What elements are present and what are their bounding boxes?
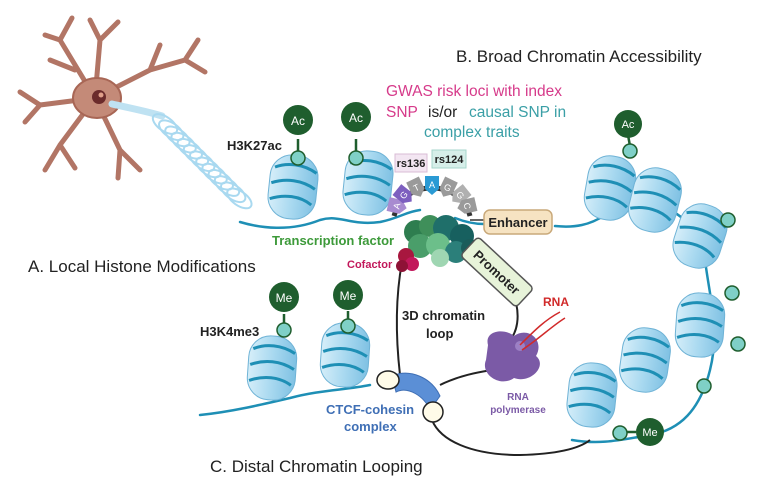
histone-tail xyxy=(730,336,746,352)
acetyl-mark: Ac xyxy=(614,110,642,159)
base-letter: G xyxy=(398,189,410,201)
transcription-factor-complex xyxy=(404,215,479,267)
snp-rs136-label: rs136 xyxy=(397,158,426,170)
ac-label: Ac xyxy=(291,114,305,128)
loop-label-line-1: 3D chromatin xyxy=(402,308,485,323)
ctcf-cohesin xyxy=(376,370,444,423)
promoter-box: Promoter xyxy=(461,237,533,307)
me-label: Me xyxy=(340,289,357,303)
base-letter: A xyxy=(391,202,402,210)
gwas-causal-snp: causal SNP in xyxy=(469,104,566,121)
histone-marks: Ac Ac Ac Me Me xyxy=(269,102,746,446)
cofactor-blob xyxy=(396,248,419,272)
gwas-snp-word: SNP xyxy=(386,104,418,121)
me-label: Me xyxy=(276,291,293,305)
nucleosome xyxy=(563,359,621,431)
axon-coil xyxy=(108,100,253,210)
base-pair: G xyxy=(452,184,472,204)
enhancer-label: Enhancer xyxy=(488,215,547,230)
base-letter: T xyxy=(412,182,422,194)
gwas-is-or: is/or xyxy=(428,104,457,121)
nucleosome xyxy=(672,289,728,361)
neuron-illustration xyxy=(17,15,208,181)
gwas-line-1: GWAS risk loci with index xyxy=(386,83,562,100)
nucleosome xyxy=(244,332,300,404)
base-letter: C xyxy=(462,202,473,211)
base-pair: G xyxy=(392,184,412,204)
rnap-label-line-2: polymerase xyxy=(490,405,546,416)
base-pair: A xyxy=(425,176,439,195)
rna-polymerase xyxy=(484,331,540,382)
ac-label: Ac xyxy=(622,119,635,131)
base-letter: G xyxy=(442,182,453,194)
panel-a-title: A. Local Histone Modifications xyxy=(28,257,256,276)
axon-coil-loop xyxy=(226,187,253,210)
nucleosomes xyxy=(244,147,735,431)
nucleosome xyxy=(615,323,675,397)
base-pair: C xyxy=(457,197,478,214)
histone-tail xyxy=(720,212,736,228)
acetyl-mark: Ac xyxy=(341,102,371,166)
base-letter: A xyxy=(429,180,435,190)
ac-label: Ac xyxy=(349,111,363,125)
base-pair: G xyxy=(439,176,458,197)
rnap-label-line-1: RNA xyxy=(507,392,529,403)
h3k4me3-label: H3K4me3 xyxy=(200,324,259,339)
methyl-mark: Me xyxy=(612,418,664,446)
transcription-factor-label: Transcription factor xyxy=(272,233,394,248)
gwas-caption: GWAS risk loci with index SNP is/or caus… xyxy=(386,83,566,141)
methyl-mark: Me xyxy=(269,282,299,338)
ctcf-label-line-1: CTCF-cohesin xyxy=(326,402,414,417)
ctcf-label-line-2: complex xyxy=(344,419,398,434)
methyl-mark: Me xyxy=(333,280,363,334)
panel-b-title: B. Broad Chromatin Accessibility xyxy=(456,47,702,66)
histone-tail xyxy=(696,378,712,394)
base-pair: T xyxy=(406,176,425,197)
gwas-line-3: complex traits xyxy=(424,124,520,141)
h3k27ac-label: H3K27ac xyxy=(227,138,282,153)
enhancer-box: Enhancer xyxy=(470,209,553,235)
snp-rs124-label: rs124 xyxy=(435,154,465,166)
rna-label: RNA xyxy=(543,295,569,309)
base-letter: G xyxy=(454,189,466,201)
snp-rs136: rs136 xyxy=(394,153,428,173)
snp-rs124: rs124 xyxy=(431,149,467,169)
loop-label-line-2: loop xyxy=(426,326,453,341)
me-label: Me xyxy=(642,427,657,439)
acetyl-mark: Ac xyxy=(283,105,313,166)
panel-c-title: C. Distal Chromatin Looping xyxy=(210,457,423,476)
rna-strand xyxy=(519,311,566,351)
histone-tail xyxy=(724,285,740,301)
cofactor-label: Cofactor xyxy=(347,259,393,271)
